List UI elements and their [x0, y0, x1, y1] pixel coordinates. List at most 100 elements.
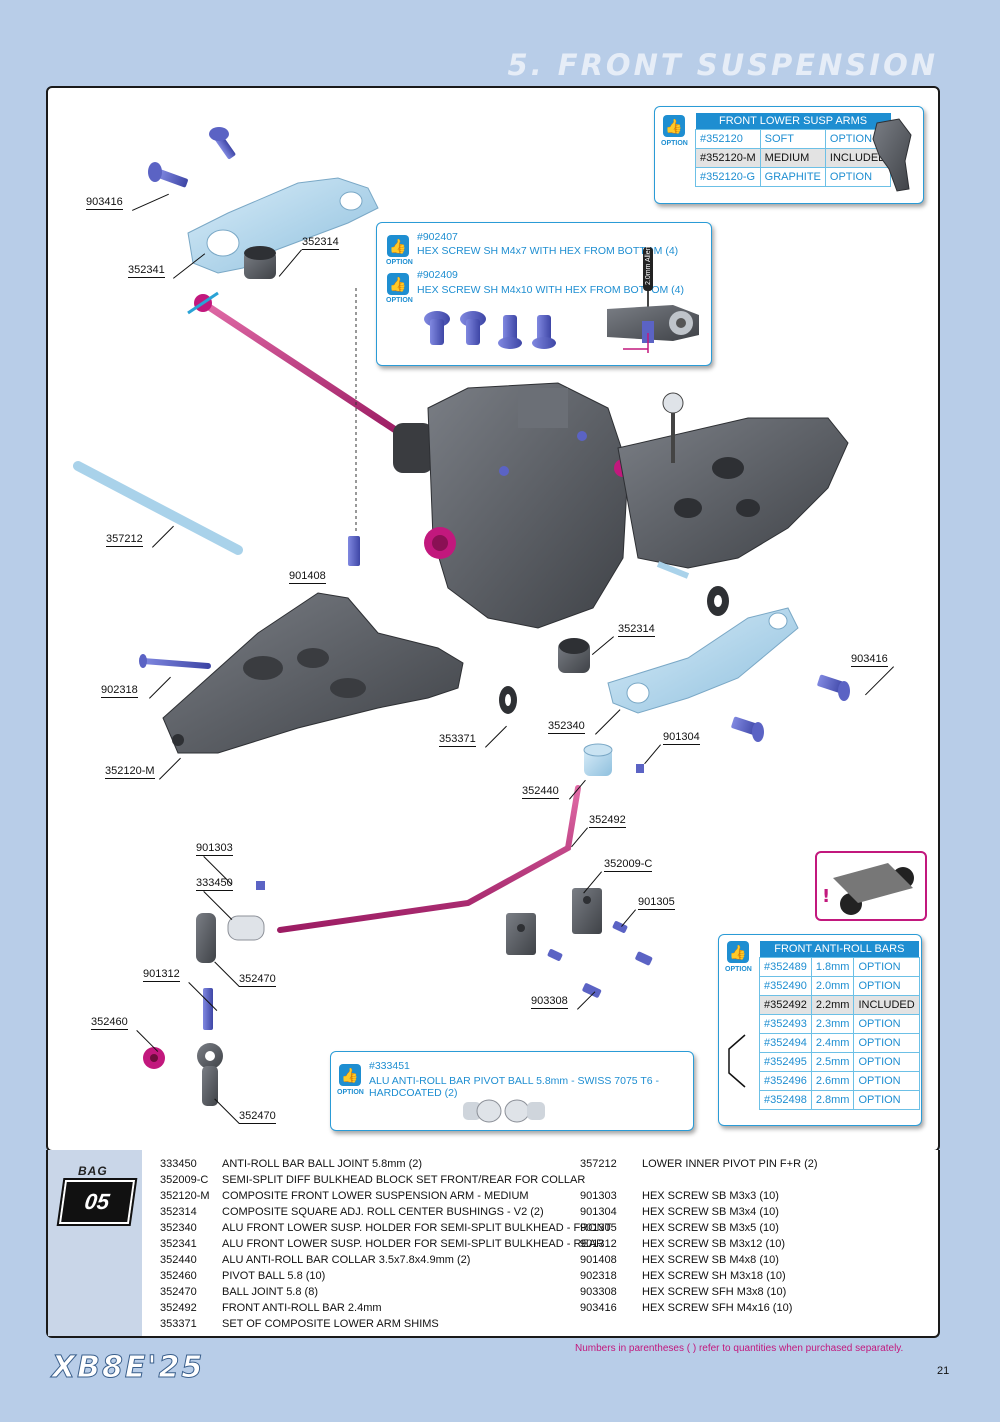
screw-901408 — [348, 536, 360, 566]
page-title: 5. FRONT SUSPENSION — [507, 48, 938, 82]
option-desc-902407: HEX SCREW SH M4x7 WITH HEX FROM BOTTOM (… — [417, 245, 679, 257]
anti-roll-bar-352492 — [277, 785, 581, 933]
callout-357212: 357212 — [106, 533, 143, 547]
buggy-thumbnail: ! — [815, 851, 927, 921]
table-cell: #352498 — [759, 1090, 812, 1110]
hex-screw-option-box: 👍 OPTION 👍 OPTION #902407 HEX SCREW SH M… — [376, 222, 712, 366]
table-cell: GRAPHITE — [759, 167, 826, 187]
table-cell: 1.8mm — [810, 957, 855, 977]
callout-901408: 901408 — [289, 570, 326, 584]
exploded-diagram: ! 903416 352341 352314 357212 901408 902… — [46, 86, 940, 1152]
callout-903416: 903416 — [86, 196, 123, 210]
table-cell: 2.2mm — [810, 995, 855, 1015]
table-cell: #352120 — [695, 129, 761, 149]
callout-352341: 352341 — [128, 264, 165, 278]
bag-column: BAG 05 — [48, 1150, 142, 1336]
table-cell: 2.6mm — [810, 1071, 855, 1091]
arb-table-title: FRONT ANTI-ROLL BARS — [759, 941, 920, 958]
table-cell: #352120-G — [695, 167, 761, 187]
thumbs-up-icon: 👍 — [727, 941, 749, 963]
callout-352470: 352470 — [239, 973, 276, 987]
table-cell: OPTION — [853, 957, 920, 977]
table-cell: #352120-M — [695, 148, 761, 168]
callout-352314: 352314 — [302, 236, 339, 250]
option-word: OPTION — [725, 966, 752, 973]
screw-903416-bottom — [731, 674, 850, 742]
ball-joint-352470-a — [196, 913, 216, 963]
table-cell: 2.4mm — [810, 1033, 855, 1053]
table-cell: 2.5mm — [810, 1052, 855, 1072]
collar-352440 — [583, 743, 613, 776]
table-cell: #352493 — [759, 1014, 812, 1034]
product-logo: XB8E'25 — [51, 1350, 205, 1386]
callout-901305: 901305 — [638, 896, 675, 910]
svg-text:!: ! — [822, 886, 830, 907]
option-word: OPTION — [386, 297, 413, 304]
bulkhead-352009 — [427, 382, 629, 629]
arms-table-title: FRONT LOWER SUSP ARMS — [695, 113, 891, 130]
table-cell: 2.3mm — [810, 1014, 855, 1034]
table-cell: OPTION — [853, 976, 920, 996]
option-word: OPTION — [661, 140, 688, 147]
arm-thumbnail — [872, 118, 912, 192]
bag-label: BAG — [78, 1164, 108, 1178]
table-cell: #352494 — [759, 1033, 812, 1053]
table-cell: INCLUDED — [853, 995, 920, 1015]
option-desc-902409: HEX SCREW SH M4x10 WITH HEX FROM BOTTOM … — [417, 284, 684, 296]
table-cell: MEDIUM — [759, 148, 826, 168]
thumbs-up-icon: 👍 — [339, 1064, 361, 1086]
callout-902318: 902318 — [101, 684, 138, 698]
table-cell: SOFT — [759, 129, 826, 149]
screw-901312 — [203, 988, 213, 1030]
option-desc-333451: ALU ANTI-ROLL BAR PIVOT BALL 5.8mm - SWI… — [369, 1075, 660, 1099]
table-cell: 2.0mm — [810, 976, 855, 996]
block-352009-C — [572, 888, 602, 934]
table-cell: OPTION — [853, 1052, 920, 1072]
thumbs-up-icon: 👍 — [663, 115, 685, 137]
bag-number: 05 — [56, 1178, 138, 1226]
allen-size-label: 2.0mm Allen — [645, 246, 652, 285]
screw-901305 — [612, 921, 628, 933]
screw-903416-top — [148, 127, 236, 188]
table-cell: #352492 — [759, 995, 812, 1015]
pivot-ball-352460 — [143, 1047, 165, 1069]
callout-352470: 352470 — [239, 1110, 276, 1124]
callout-352460: 352460 — [91, 1016, 128, 1030]
callout-903308: 903308 — [531, 995, 568, 1009]
callout-352340: 352340 — [548, 720, 585, 734]
option-part-902409: #902409 — [417, 269, 458, 281]
bushing-352314-top — [244, 246, 276, 279]
callout-901312: 901312 — [143, 968, 180, 982]
quantity-note: Numbers in parentheses ( ) refer to quan… — [575, 1343, 904, 1354]
table-cell: #352495 — [759, 1052, 812, 1072]
table-cell: OPTION — [853, 1033, 920, 1053]
callout-352314: 352314 — [618, 623, 655, 637]
holder-352340 — [607, 607, 799, 714]
screw-903308 — [582, 983, 602, 998]
thumbs-up-icon: 👍 — [387, 235, 409, 257]
callout-352440: 352440 — [522, 785, 559, 799]
callout-901304: 901304 — [663, 731, 700, 745]
table-cell: #352489 — [759, 957, 812, 977]
table-cell: OPTION — [853, 1071, 920, 1091]
table-cell: #352490 — [759, 976, 812, 996]
ball-joint-352470-b — [197, 1043, 223, 1106]
option-word: OPTION — [337, 1089, 364, 1096]
callout-352009-C: 352009-C — [604, 858, 653, 872]
table-cell: 2.8mm — [810, 1090, 855, 1110]
